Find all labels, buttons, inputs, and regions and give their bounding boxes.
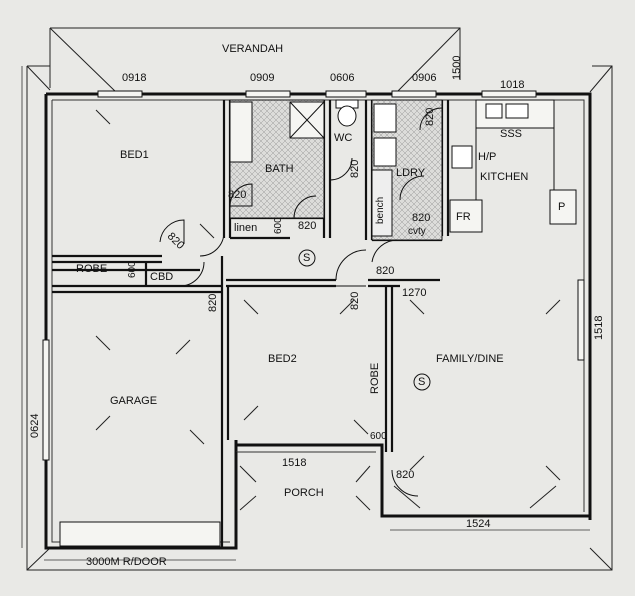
room-label-bench: bench <box>375 196 386 224</box>
window-label-family-side: 1518 <box>593 315 605 340</box>
window-label-garage-side: 0624 <box>29 413 41 438</box>
room-label-family-dine: FAMILY/DINE <box>436 353 504 365</box>
window-label-bath: 0909 <box>250 72 275 84</box>
laundry-tub-2 <box>373 137 397 167</box>
room-label-porch: PORCH <box>284 487 324 499</box>
verandah-roof <box>26 27 613 571</box>
room-hatch-marks <box>95 109 561 511</box>
room-label-bed1: BED1 <box>120 149 149 161</box>
kitchen-bench-return <box>475 100 555 200</box>
bathtub <box>229 101 253 163</box>
window-label-verandah-side: 1500 <box>451 55 463 80</box>
door-label-wc: 820 <box>349 159 361 178</box>
door-label-robe2: 600 <box>370 431 387 442</box>
room-label-linen: linen <box>234 222 258 234</box>
smoke-label-hall: S <box>303 252 311 264</box>
room-label-bed2: BED2 <box>268 353 297 365</box>
shower-cross <box>289 101 325 139</box>
room-label-wc: WC <box>334 132 353 144</box>
door-label-front: 820 <box>396 469 415 481</box>
window-label-wc: 0606 <box>330 72 355 84</box>
room-label-bath: BATH <box>265 163 294 175</box>
door-label-ldry-top: 820 <box>424 107 436 126</box>
room-label-verandah: VERANDAH <box>222 43 284 55</box>
door-swings <box>159 107 443 497</box>
room-label-robe2: ROBE <box>369 362 381 394</box>
window-label-kitchen: 1018 <box>500 79 525 91</box>
room-label-robe1: ROBE <box>76 263 108 275</box>
fixture-label-sss: SSS <box>500 128 523 140</box>
room-label-kitchen: KITCHEN <box>480 171 529 183</box>
pantry <box>549 189 577 225</box>
fixture-label-cvty: cvty <box>408 226 426 237</box>
fixture-label-hp: H/P <box>478 151 497 163</box>
garage-door-label: 3000M R/DOOR <box>86 556 167 568</box>
dimension-lines <box>21 66 590 561</box>
window-label-ldry: 0906 <box>412 72 437 84</box>
door-label-ldry: 820 <box>412 212 431 224</box>
fixture-label-fr: FR <box>456 211 471 223</box>
door-label-kitchen: 820 <box>376 265 395 277</box>
smoke-label-family: S <box>418 376 426 388</box>
smoke-detector-family <box>413 373 431 391</box>
windows <box>42 90 585 547</box>
door-label-bed2: 820 <box>349 291 361 310</box>
bench-top <box>371 169 393 237</box>
door-label-bed1: 820 <box>228 189 247 201</box>
door-label-garage: 820 <box>207 293 219 312</box>
hotplate <box>451 145 473 169</box>
laundry-tub <box>373 103 397 133</box>
door-label-linen: 600 <box>273 217 284 234</box>
door-label-robe1: 600 <box>127 261 138 278</box>
room-label-ldry: LDRY <box>396 167 426 179</box>
smoke-detector-hall <box>298 249 316 267</box>
window-label-family-door: 1270 <box>402 287 427 299</box>
window-label-porch-top: 1518 <box>282 457 307 469</box>
window-label-bed1: 0918 <box>122 72 147 84</box>
room-label-cbd: CBD <box>150 271 174 283</box>
sink-right <box>505 103 529 119</box>
door-label-bath: 820 <box>298 220 317 232</box>
room-label-garage: GARAGE <box>110 395 158 407</box>
sink-left <box>485 103 503 119</box>
fixture-label-p: P <box>558 201 566 213</box>
fridge <box>449 199 483 233</box>
wc-bowl <box>337 105 357 127</box>
window-label-family-bottom: 1524 <box>466 518 491 530</box>
